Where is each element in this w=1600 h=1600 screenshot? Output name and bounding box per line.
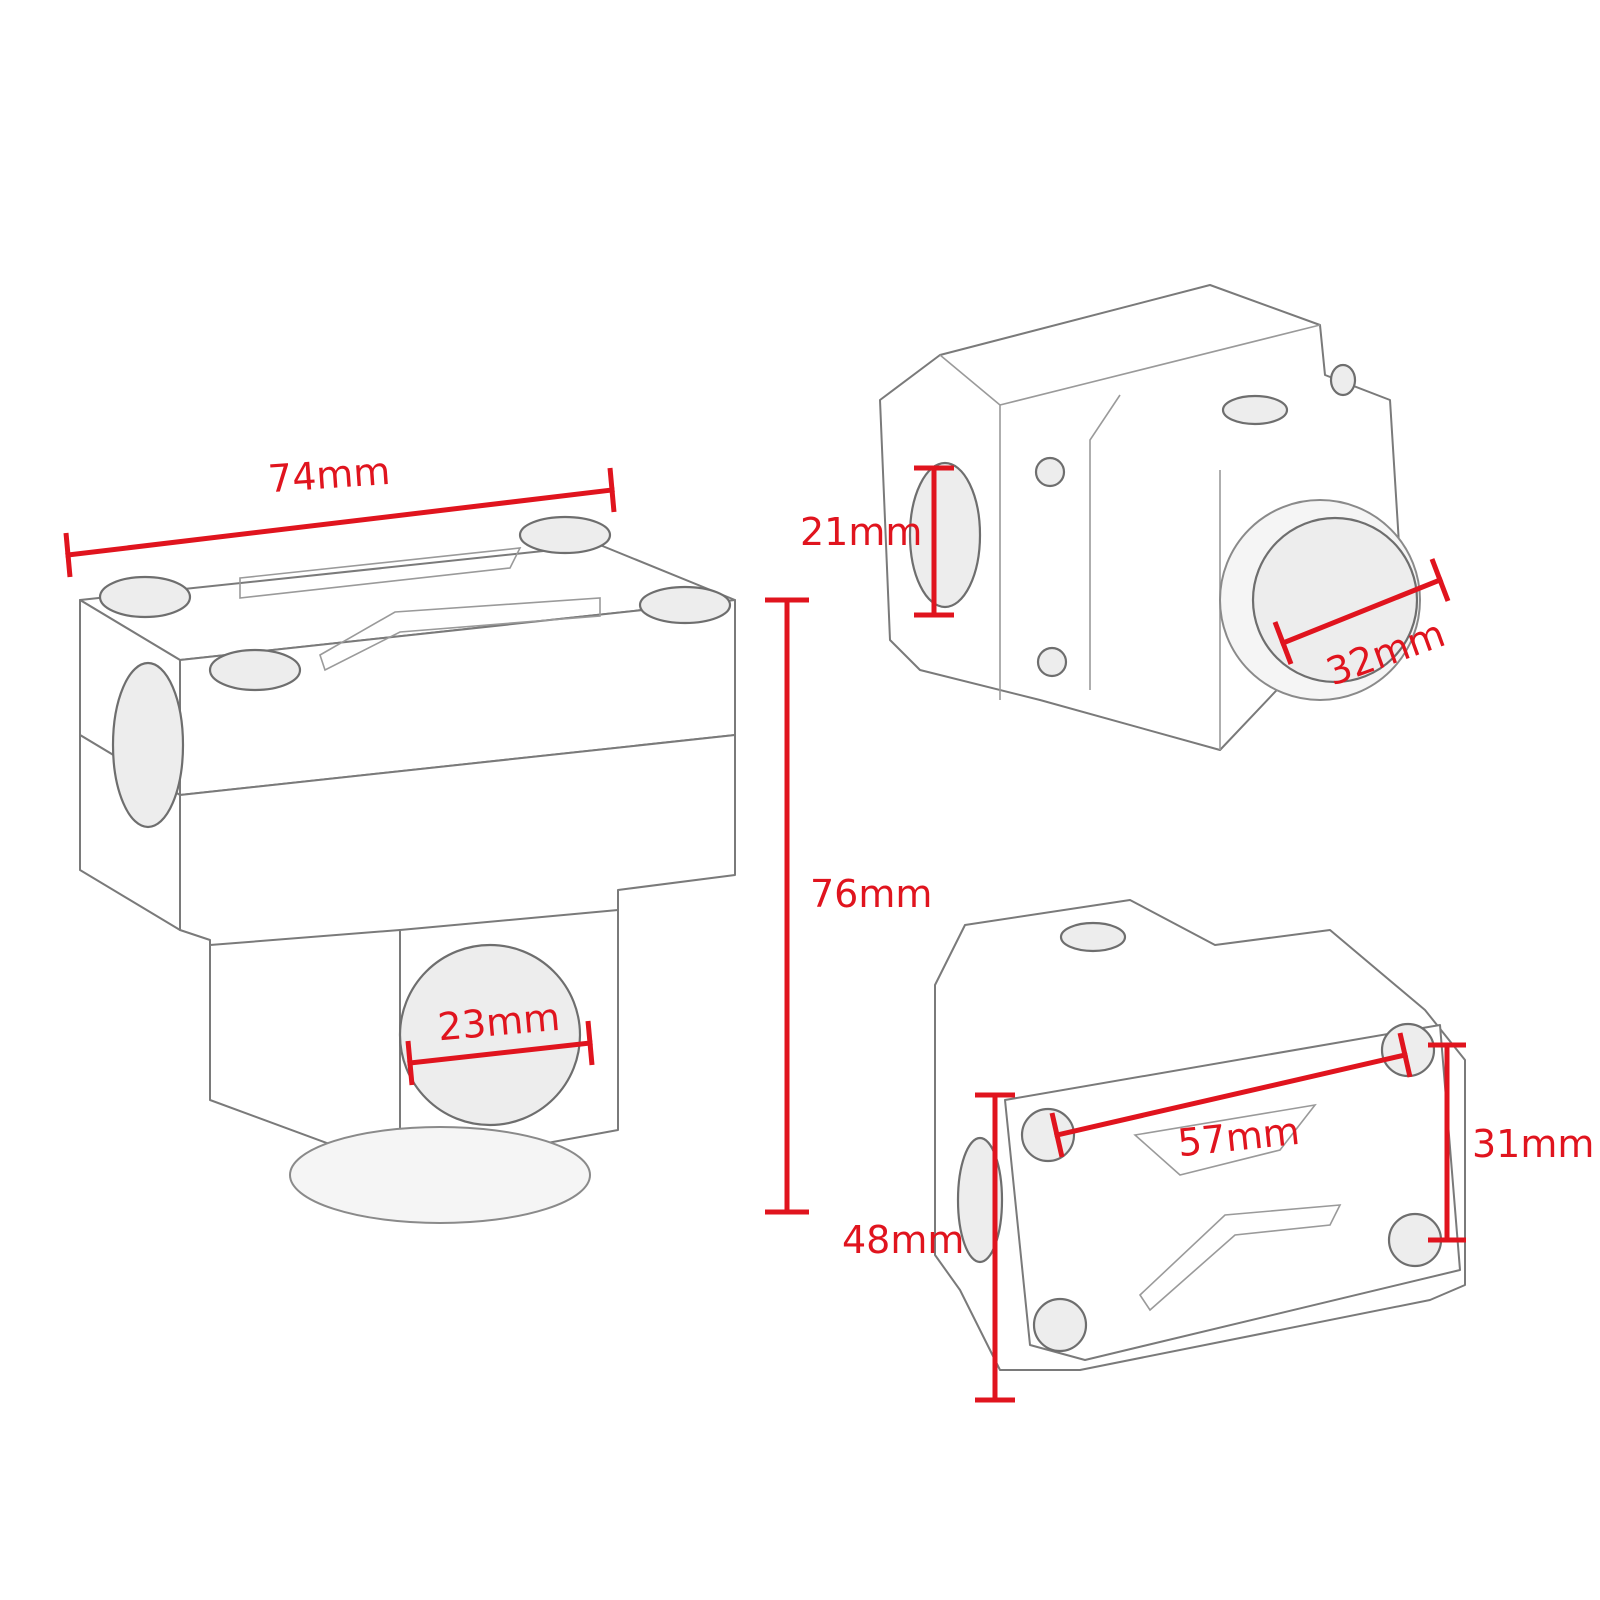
dimension-label-48mm: 48mm: [842, 1218, 964, 1262]
top-slot: [319, 597, 601, 672]
riser-front-view: [79, 515, 736, 1224]
riser-stem-base: [289, 1126, 591, 1224]
riser-cap-view: [934, 899, 1466, 1371]
dimension-cap: [63, 532, 73, 578]
cap-slot: [1138, 1204, 1342, 1312]
screw-hole: [1034, 456, 1066, 488]
bolt-hole: [518, 515, 612, 555]
dimension-cap: [1429, 558, 1451, 602]
dimension-48mm: 48mm: [842, 1092, 1015, 1403]
top-hole: [1059, 921, 1127, 953]
dimension-cap: [585, 1020, 595, 1066]
dimension-cap: [405, 1040, 415, 1086]
side-bore: [956, 1136, 1004, 1264]
dimension-line: [1054, 1052, 1408, 1138]
dimension-23mm: 23mm: [405, 995, 595, 1086]
lower-bore: [398, 943, 582, 1127]
flange-hole: [1329, 363, 1357, 397]
dimension-cap: [1397, 1032, 1413, 1078]
dimension-74mm: 74mm: [63, 449, 617, 578]
dimension-label-23mm: 23mm: [436, 995, 562, 1049]
side-bore: [908, 461, 982, 609]
dimension-cap: [1272, 621, 1294, 665]
dimension-label-31mm: 31mm: [1472, 1122, 1594, 1166]
cap-bolt: [1032, 1297, 1088, 1353]
screw-hole: [1036, 646, 1068, 678]
side-bore: [111, 661, 185, 829]
dimension-label-21mm: 21mm: [800, 510, 922, 554]
dimension-line: [1279, 576, 1444, 647]
dimension-cap: [607, 467, 617, 513]
dimension-line: [407, 1040, 593, 1066]
riser-side-edge: [1089, 394, 1121, 690]
riser-side-edge: [999, 324, 1321, 406]
dimension-76mm: 76mm: [765, 597, 932, 1215]
dimension-label-76mm: 76mm: [810, 872, 932, 916]
cap-slot: [1133, 1103, 1317, 1176]
top-hole: [1221, 394, 1289, 426]
dimension-cap: [1049, 1112, 1065, 1158]
dimension-31mm: 31mm: [1428, 1042, 1594, 1243]
dimension-label-74mm: 74mm: [267, 449, 392, 501]
bolt-hole: [208, 648, 302, 692]
dimension-line: [65, 487, 615, 558]
riser-side-view: [879, 284, 1421, 751]
dimension-21mm: 21mm: [800, 465, 954, 618]
bolt-hole: [638, 585, 732, 625]
bolt-hole: [98, 575, 192, 619]
cap-plate: [1004, 1024, 1461, 1361]
top-slot: [239, 547, 522, 599]
